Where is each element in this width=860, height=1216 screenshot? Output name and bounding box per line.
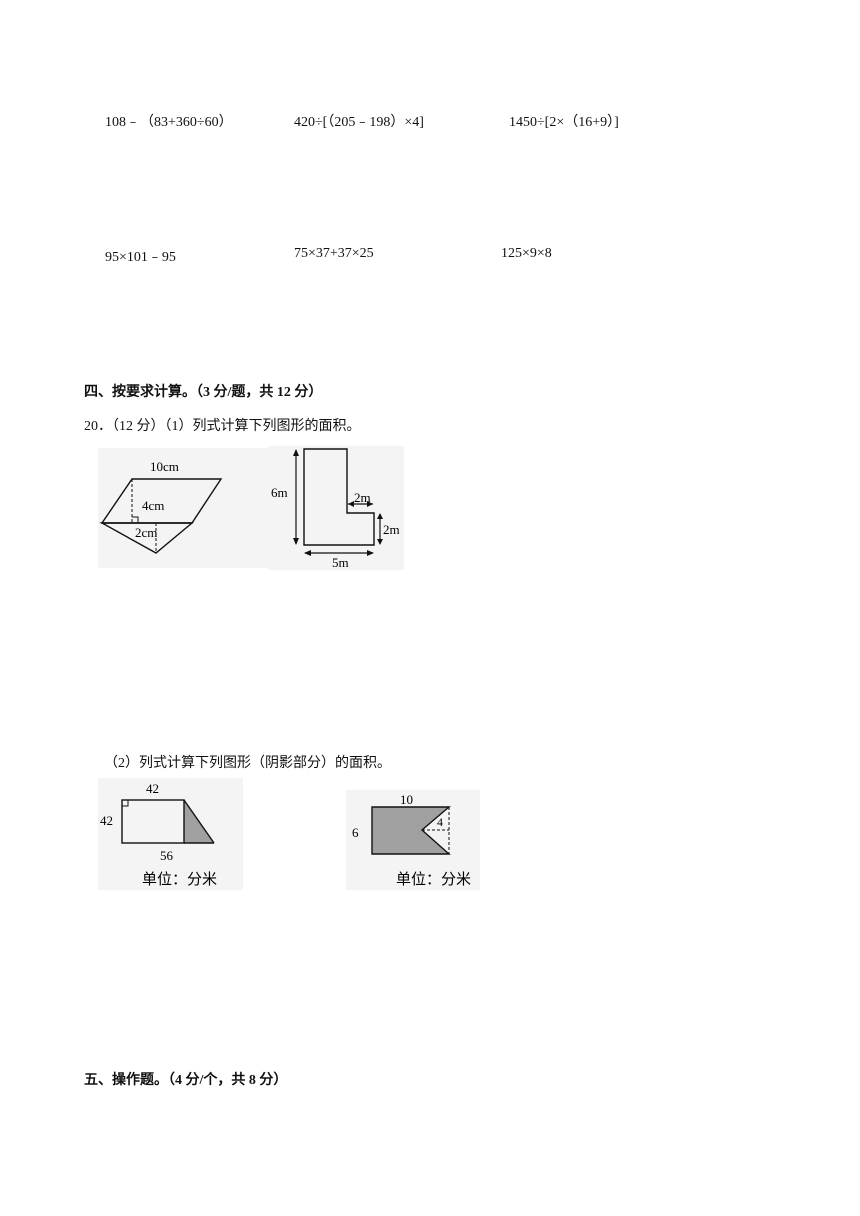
arrow-up bbox=[293, 449, 299, 456]
arrow-down bbox=[293, 538, 299, 545]
label-base: 2cm bbox=[135, 525, 157, 540]
label-notch: 2m bbox=[354, 490, 371, 505]
label-left-6: 6 bbox=[352, 825, 359, 840]
section-4-heading: 四、按要求计算。（3 分/题，共 12 分） bbox=[84, 385, 323, 400]
l-shape bbox=[303, 448, 375, 546]
label-inner-4: 4 bbox=[437, 815, 443, 829]
unit-label-2: 单位：分米 bbox=[396, 871, 471, 888]
figure-l-shape: 6m 2m 2m 5m bbox=[268, 446, 404, 570]
figure-parallelogram-triangle: 10cm 4cm 2cm bbox=[98, 448, 268, 568]
expression-6: 125×9×8 bbox=[501, 246, 552, 261]
right-angle-mark bbox=[132, 516, 139, 523]
arrow-right-2 bbox=[367, 550, 374, 556]
label-left: 6m bbox=[271, 485, 288, 500]
expression-1: 108﹣（83+360÷60） bbox=[105, 115, 233, 130]
section-5-heading: 五、操作题。（4 分/个，共 8 分） bbox=[84, 1073, 288, 1088]
arrow-up-2 bbox=[377, 513, 383, 519]
expression-3: 1450÷[2×（16+9）] bbox=[509, 115, 619, 130]
triangle-hypotenuse bbox=[183, 799, 215, 844]
label-height: 4cm bbox=[142, 498, 164, 513]
label-right: 2m bbox=[383, 522, 400, 537]
expression-5: 75×37+37×25 bbox=[294, 246, 374, 261]
question-20-stem: 20．（12 分）（1）列式计算下列图形的面积。 bbox=[84, 419, 361, 434]
rectangle-shape bbox=[121, 799, 185, 844]
arrow-down-2 bbox=[377, 539, 383, 545]
shaded-shape bbox=[371, 806, 451, 855]
figure-rectangle-triangle: 42 42 56 单位：分米 bbox=[98, 778, 243, 890]
label-top-10: 10 bbox=[400, 792, 413, 807]
arrow-left-2 bbox=[304, 550, 311, 556]
label-top: 10cm bbox=[150, 459, 179, 474]
expression-4: 95×101﹣95 bbox=[105, 250, 176, 265]
unit-label: 单位：分米 bbox=[142, 871, 217, 888]
expression-2: 420÷[（205﹣198）×4] bbox=[294, 115, 424, 130]
right-angle-mark-2 bbox=[122, 800, 129, 807]
label-top-42: 42 bbox=[146, 781, 159, 796]
question-20-part-2: （2）列式计算下列图形（阴影部分）的面积。 bbox=[104, 756, 391, 771]
arrow-left bbox=[348, 501, 354, 507]
arrow-right bbox=[367, 501, 373, 507]
label-left-42: 42 bbox=[100, 813, 113, 828]
triangle-shape bbox=[99, 522, 194, 554]
label-bottom: 5m bbox=[332, 555, 349, 570]
figure-notched-rectangle: 10 6 4 单位：分米 bbox=[346, 790, 480, 890]
label-bottom-56: 56 bbox=[160, 848, 174, 863]
